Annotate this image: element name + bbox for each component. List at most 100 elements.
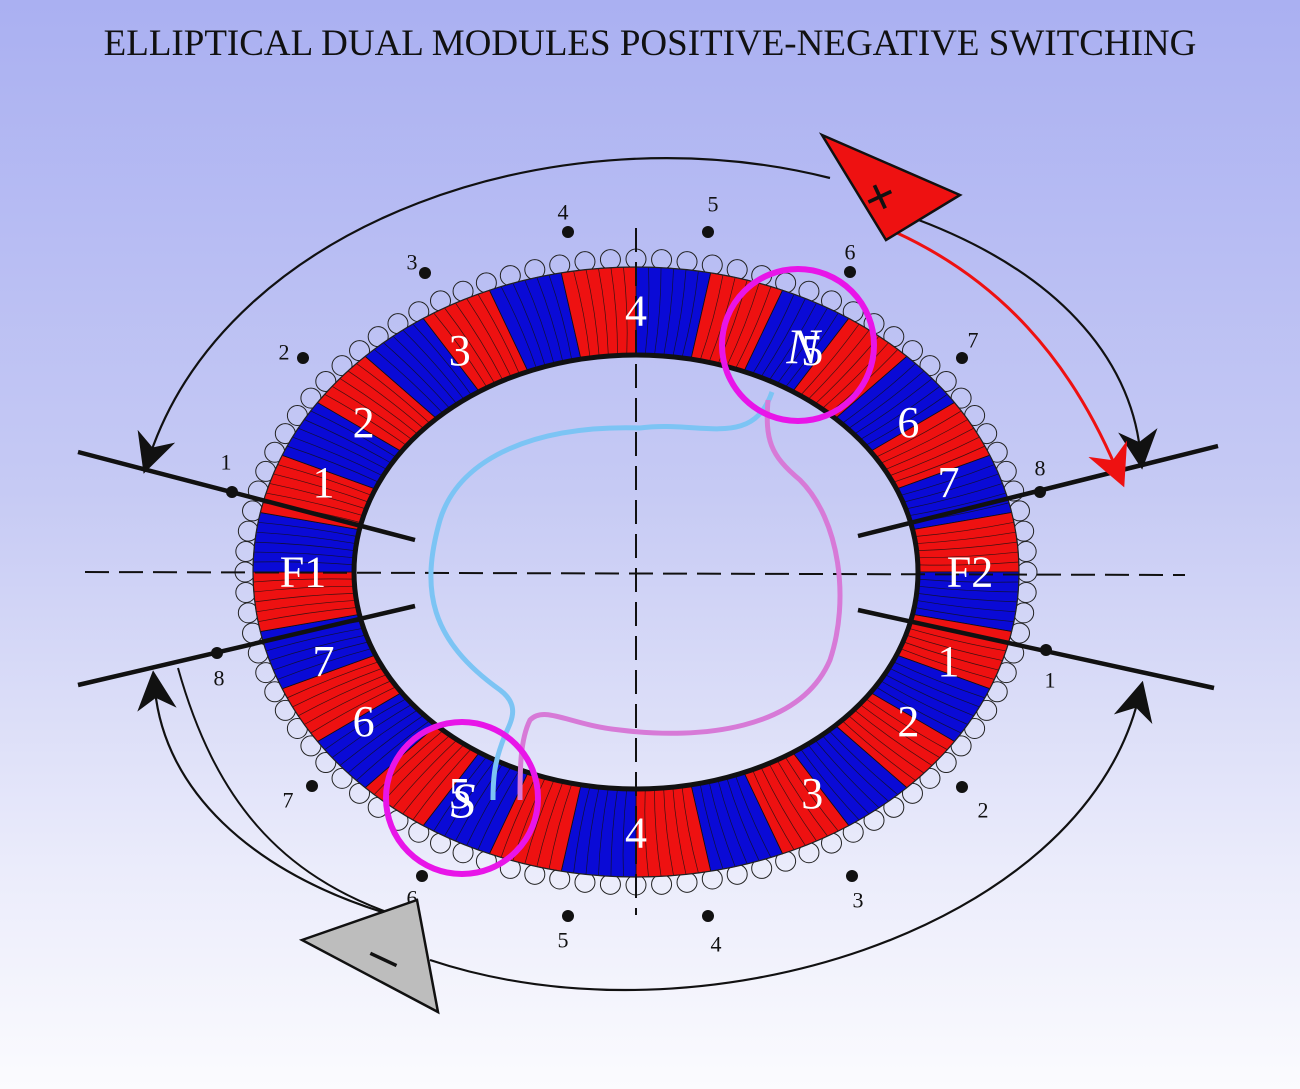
terminal-label-top: 8: [1035, 456, 1046, 481]
winding-line: [807, 743, 870, 815]
south-pole-label: S: [451, 772, 476, 828]
winding-line: [347, 370, 425, 430]
terminal-dot: [419, 267, 431, 279]
winding-line: [726, 283, 760, 367]
segment-label-top: 6: [897, 398, 919, 447]
segment-label-bottom: 6: [353, 697, 375, 746]
segment-label-bottom: 7: [313, 637, 335, 686]
winding-line: [760, 766, 806, 846]
winding-line: [324, 394, 407, 446]
winding-line: [905, 483, 1003, 510]
winding-line: [726, 777, 760, 861]
winding-line: [760, 298, 806, 378]
segment-label-top: 2: [353, 398, 375, 447]
segment-label-top: 5: [801, 326, 823, 375]
winding-line: [412, 748, 472, 821]
winding-line: [466, 766, 512, 846]
outer-arc-top-right: [904, 213, 1158, 470]
terminal-dot: [562, 226, 574, 238]
terminal-dot: [211, 647, 223, 659]
terminal-label-bottom: 3: [853, 888, 864, 913]
winding-line: [598, 268, 609, 357]
winding-line: [905, 634, 1003, 661]
winding-line: [915, 531, 1016, 545]
terminal-label-bottom: 6: [407, 886, 418, 911]
terminal-dot: [846, 870, 858, 882]
winding-line: [681, 271, 699, 358]
segment-label-top: 3: [449, 326, 471, 375]
winding-line: [916, 541, 1018, 552]
winding-line: [663, 268, 674, 357]
winding-line: [768, 302, 817, 381]
winding-line: [699, 274, 724, 361]
pink-flux-path: [517, 399, 843, 801]
winding-line: [254, 541, 356, 552]
coil-loop: [935, 752, 957, 774]
winding-line: [373, 730, 444, 795]
north-pole-circle: [719, 266, 877, 424]
winding-line: [916, 592, 1018, 603]
winding-line: [917, 551, 1019, 559]
winding-line: [331, 386, 413, 441]
segment-label-top: 7: [937, 458, 959, 507]
winding-line: [914, 521, 1014, 538]
winding-line: [672, 787, 687, 875]
winding-line: [917, 578, 1019, 583]
winding-line: [573, 270, 591, 358]
winding-line: [884, 427, 974, 471]
winding-line: [799, 748, 860, 821]
winding-line: [585, 787, 600, 875]
contact-line-left-lower: [77, 603, 416, 688]
winding-line: [373, 349, 444, 414]
winding-line: [331, 703, 413, 758]
winding-line: [455, 302, 504, 381]
winding-line: [412, 323, 473, 396]
winding-line: [841, 720, 916, 781]
segment-label-bottom: 3: [801, 769, 823, 818]
winding-line: [654, 267, 662, 356]
winding-line: [914, 607, 1014, 623]
winding-line: [455, 763, 504, 842]
winding-line: [287, 445, 380, 483]
red-switching-arrow: [894, 230, 1128, 488]
winding-line: [884, 673, 974, 717]
winding-line: [865, 394, 948, 446]
winding-line: [433, 756, 488, 832]
winding-line: [512, 283, 546, 367]
winding-line: [500, 286, 537, 370]
winding-line: [708, 781, 736, 867]
outer-arc-top-left: [137, 157, 831, 474]
segment-label-top: 1: [313, 458, 335, 507]
winding-line: [853, 709, 933, 766]
winding-line: [917, 561, 1019, 566]
winding-line: [784, 756, 839, 832]
terminal-label-top: 6: [845, 240, 856, 265]
winding-line: [768, 763, 817, 842]
outer-arc-bottom-left: [137, 670, 383, 914]
winding-line: [573, 786, 591, 873]
winding-line: [821, 342, 889, 410]
winding-line: [277, 464, 373, 496]
winding-line: [899, 464, 995, 496]
winding-line: [402, 743, 465, 815]
winding-line: [524, 779, 555, 864]
terminal-dot: [306, 780, 318, 792]
winding-line: [892, 661, 985, 699]
terminal-label-top: 1: [221, 450, 232, 475]
winding-line: [298, 427, 388, 471]
winding-line: [735, 286, 772, 370]
segment-label-bottom: 1: [937, 637, 959, 686]
terminal-label-bottom: 4: [711, 932, 722, 957]
winding-line: [917, 585, 1019, 593]
winding-line: [807, 329, 870, 401]
winding-line: [776, 307, 828, 385]
winding-line: [536, 277, 564, 363]
winding-line: [853, 378, 933, 435]
winding-line: [269, 634, 367, 661]
winding-line: [292, 667, 384, 708]
winding-line: [433, 312, 488, 388]
winding-line: [610, 267, 618, 356]
winding-line: [536, 781, 564, 867]
winding-line: [735, 774, 772, 858]
